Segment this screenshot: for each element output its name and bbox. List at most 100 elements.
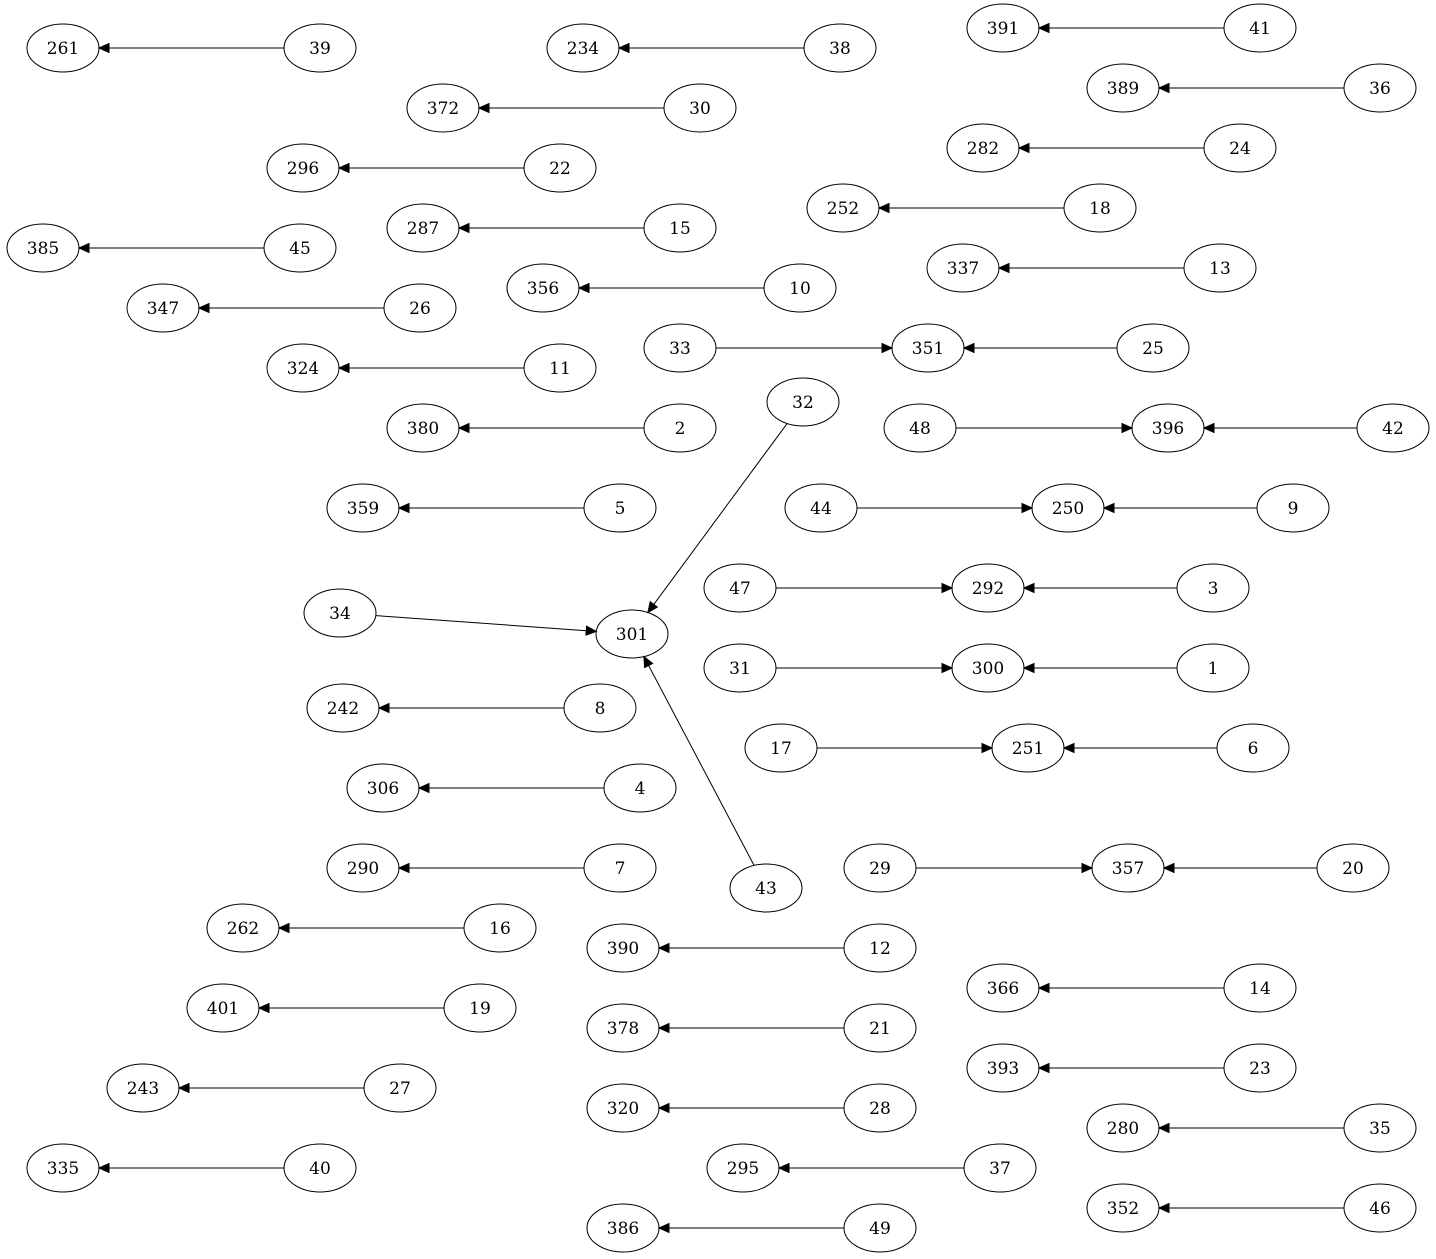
node-9[interactable]: 9 [1256,483,1330,533]
node-48[interactable]: 48 [883,403,957,453]
node-label: 337 [947,259,979,279]
node-37[interactable]: 37 [963,1143,1037,1193]
node-ellipse [883,403,957,453]
node-2[interactable]: 2 [643,403,717,453]
node-13[interactable]: 13 [1183,243,1257,293]
node-324[interactable]: 324 [266,343,340,393]
node-10[interactable]: 10 [763,263,837,313]
node-337[interactable]: 337 [926,243,1000,293]
node-11[interactable]: 11 [523,343,597,393]
node-ellipse [663,83,737,133]
node-378[interactable]: 378 [586,1003,660,1053]
node-17[interactable]: 17 [744,723,818,773]
node-1[interactable]: 1 [1176,643,1250,693]
node-34[interactable]: 34 [303,588,377,638]
node-4[interactable]: 4 [603,763,677,813]
node-30[interactable]: 30 [663,83,737,133]
node-21[interactable]: 21 [843,1003,917,1053]
node-31[interactable]: 31 [703,643,777,693]
node-359[interactable]: 359 [326,483,400,533]
node-27[interactable]: 27 [363,1063,437,1113]
node-16[interactable]: 16 [463,903,537,953]
node-396[interactable]: 396 [1131,403,1205,453]
node-306[interactable]: 306 [346,763,420,813]
node-393[interactable]: 393 [966,1043,1040,1093]
node-26[interactable]: 26 [383,283,457,333]
node-380[interactable]: 380 [386,403,460,453]
node-40[interactable]: 40 [283,1143,357,1193]
node-45[interactable]: 45 [263,223,337,273]
node-label: 39 [309,39,331,59]
node-386[interactable]: 386 [586,1203,660,1253]
node-390[interactable]: 390 [586,923,660,973]
node-292[interactable]: 292 [951,563,1025,613]
node-33[interactable]: 33 [643,323,717,373]
node-36[interactable]: 36 [1343,63,1417,113]
node-372[interactable]: 372 [406,83,480,133]
node-252[interactable]: 252 [806,183,880,233]
node-250[interactable]: 250 [1031,483,1105,533]
node-351[interactable]: 351 [891,323,965,373]
node-35[interactable]: 35 [1343,1103,1417,1153]
node-295[interactable]: 295 [706,1143,780,1193]
node-282[interactable]: 282 [946,123,1020,173]
node-22[interactable]: 22 [523,143,597,193]
node-14[interactable]: 14 [1223,963,1297,1013]
node-20[interactable]: 20 [1316,843,1390,893]
node-19[interactable]: 19 [443,983,517,1033]
node-5[interactable]: 5 [583,483,657,533]
node-234[interactable]: 234 [546,23,620,73]
node-296[interactable]: 296 [266,143,340,193]
node-18[interactable]: 18 [1063,183,1137,233]
node-335[interactable]: 335 [26,1143,100,1193]
node-46[interactable]: 46 [1343,1183,1417,1233]
node-32[interactable]: 32 [766,377,840,427]
node-43[interactable]: 43 [729,863,803,913]
node-352[interactable]: 352 [1086,1183,1160,1233]
node-401[interactable]: 401 [186,983,260,1033]
node-24[interactable]: 24 [1203,123,1277,173]
node-label: 44 [810,499,832,519]
node-42[interactable]: 42 [1356,403,1430,453]
edge-28-to-320 [657,1102,844,1114]
node-6[interactable]: 6 [1216,723,1290,773]
node-391[interactable]: 391 [966,3,1040,53]
node-242[interactable]: 242 [306,683,380,733]
node-251[interactable]: 251 [991,723,1065,773]
node-38[interactable]: 38 [803,23,877,73]
node-25[interactable]: 25 [1116,323,1190,373]
node-12[interactable]: 12 [843,923,917,973]
node-44[interactable]: 44 [784,483,858,533]
node-label: 40 [309,1159,331,1179]
node-300[interactable]: 300 [951,643,1025,693]
node-8[interactable]: 8 [563,683,637,733]
node-320[interactable]: 320 [586,1083,660,1133]
node-301[interactable]: 301 [595,609,669,659]
node-366[interactable]: 366 [966,963,1040,1013]
node-47[interactable]: 47 [703,563,777,613]
node-385[interactable]: 385 [6,223,80,273]
node-262[interactable]: 262 [206,903,280,953]
node-23[interactable]: 23 [1223,1043,1297,1093]
node-49[interactable]: 49 [843,1203,917,1253]
node-280[interactable]: 280 [1086,1103,1160,1153]
node-39[interactable]: 39 [283,23,357,73]
node-261[interactable]: 261 [26,23,100,73]
node-29[interactable]: 29 [843,843,917,893]
node-290[interactable]: 290 [326,843,400,893]
node-41[interactable]: 41 [1223,3,1297,53]
edge-7-to-290 [397,862,584,874]
node-287[interactable]: 287 [386,203,460,253]
node-15[interactable]: 15 [643,203,717,253]
node-7[interactable]: 7 [583,843,657,893]
node-347[interactable]: 347 [126,283,200,333]
node-28[interactable]: 28 [843,1083,917,1133]
arrowhead-icon [647,600,659,614]
node-389[interactable]: 389 [1086,63,1160,113]
node-3[interactable]: 3 [1176,563,1250,613]
node-356[interactable]: 356 [506,263,580,313]
edge-16-to-262 [277,922,464,934]
node-357[interactable]: 357 [1091,843,1165,893]
node-label: 23 [1249,1059,1271,1079]
node-243[interactable]: 243 [106,1063,180,1113]
